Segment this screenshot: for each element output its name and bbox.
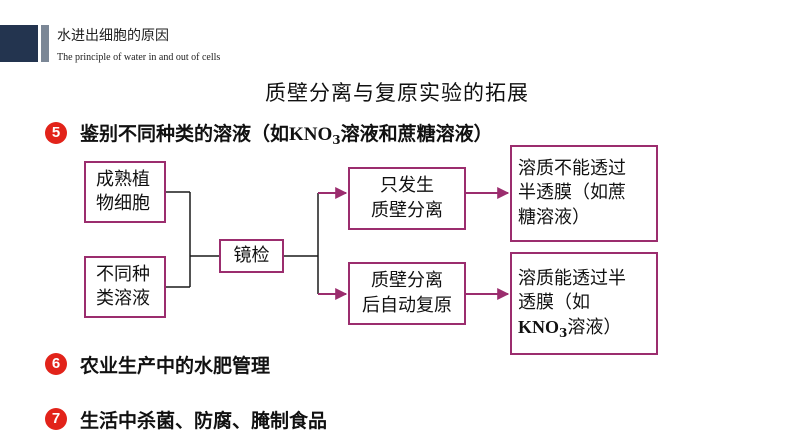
bullet-7-badge: 7 <box>45 408 67 430</box>
point-7-text: 生活中杀菌、防腐、腌制食品 <box>80 410 328 432</box>
section-title: 水进出细胞的原因 <box>57 28 169 44</box>
box-auto-recovery: 质壁分离后自动复原 <box>348 262 466 325</box>
point-6-text: 农业生产中的水肥管理 <box>80 355 271 377</box>
header-accent-stripe <box>41 25 49 62</box>
box-result-impermeable: 溶质不能透过半透膜（如蔗糖溶液） <box>510 145 658 242</box>
point-5-text: 鉴别不同种类的溶液（如KNO3溶液和蔗糖溶液） <box>80 123 493 147</box>
slide-title: 质壁分离与复原实验的拓展 <box>265 81 529 105</box>
bullet-6-badge: 6 <box>45 353 67 375</box>
bullet-5-badge: 5 <box>45 122 67 144</box>
box-mature-plant-cell: 成熟植物细胞 <box>84 161 166 223</box>
box-different-solutions: 不同种类溶液 <box>84 256 166 318</box>
box-only-plasmolysis: 只发生质壁分离 <box>348 167 466 230</box>
box-microscope-exam: 镜检 <box>219 239 284 273</box>
section-subtitle: The principle of water in and out of cel… <box>57 52 221 63</box>
header-accent-bar <box>0 25 38 62</box>
